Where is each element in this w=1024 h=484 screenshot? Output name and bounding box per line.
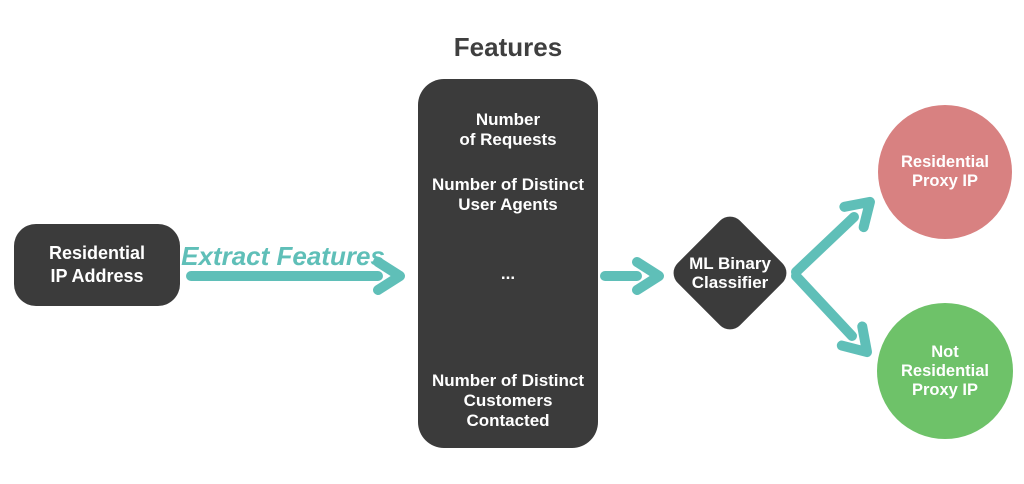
output-residential-proxy-circle: Residential Proxy IP bbox=[878, 105, 1012, 239]
feature-item-ellipsis: ... bbox=[500, 264, 516, 283]
classifier-label: ML Binary Classifier bbox=[689, 254, 771, 292]
input-node-label: Residential IP Address bbox=[48, 243, 146, 286]
input-node-residential-ip: Residential IP Address bbox=[14, 224, 180, 306]
features-title: Features bbox=[453, 32, 563, 62]
feature-item-distinct-user-agents: Number of Distinct User Agents bbox=[431, 175, 585, 214]
output-not-residential-proxy-label: Not Residential Proxy IP bbox=[900, 342, 990, 399]
output-not-residential-proxy-circle: Not Residential Proxy IP bbox=[877, 303, 1013, 439]
output-residential-proxy-label: Residential Proxy IP bbox=[900, 153, 990, 190]
feature-item-number-of-requests: Number of Requests bbox=[459, 110, 557, 149]
feature-item-distinct-customers: Number of Distinct Customers Contacted bbox=[431, 371, 585, 430]
extract-features-edge-label: Extract Features bbox=[181, 241, 385, 271]
features-box: Number of Requests Number of Distinct Us… bbox=[418, 79, 598, 448]
